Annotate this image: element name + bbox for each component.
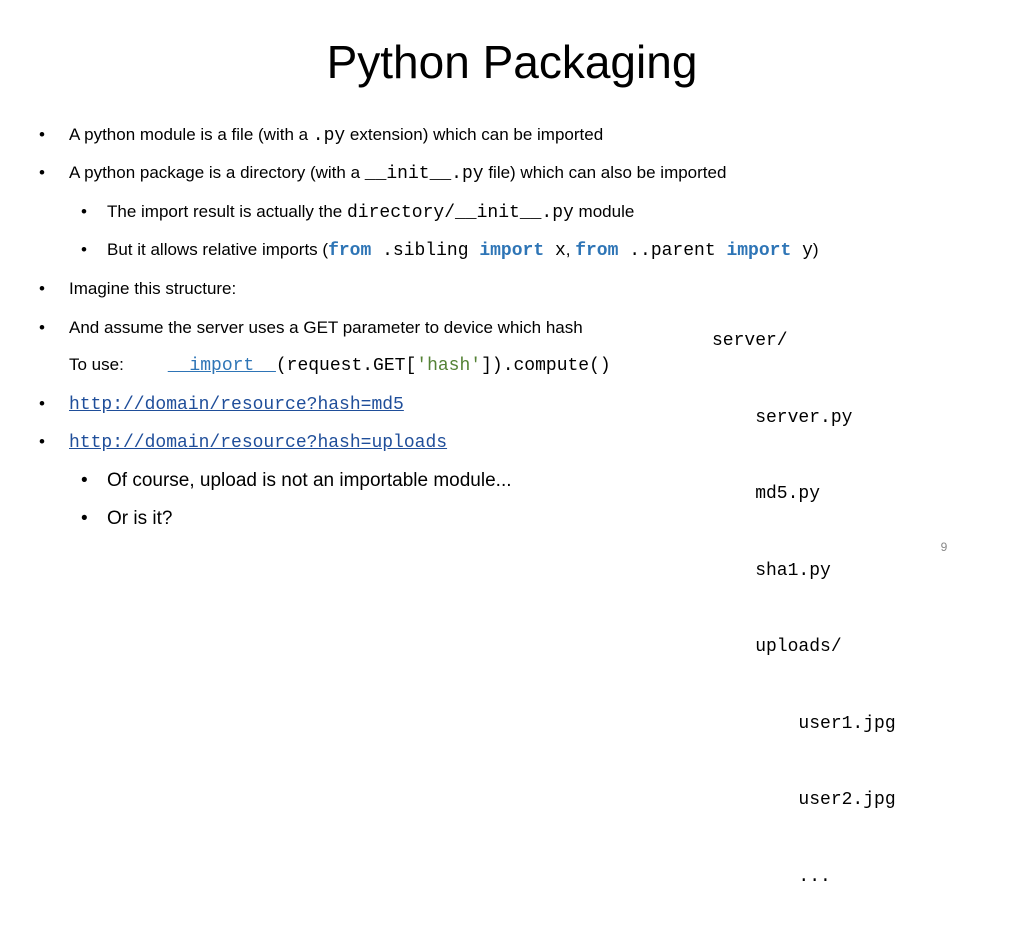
bullet-dot: • <box>39 432 45 451</box>
bullet-text: And assume the server uses a GET paramet… <box>69 318 583 337</box>
sub-bullet-not-importable: • Of course, upload is not an importable… <box>81 469 512 493</box>
bullet-dot: • <box>39 163 45 182</box>
bullet-text: Or is it? <box>107 508 173 529</box>
code-text: y <box>791 241 813 261</box>
bullet-get-parameter: • And assume the server uses a GET param… <box>39 316 583 340</box>
tree-line: md5.py <box>712 484 821 504</box>
bullet-package: • A python package is a directory (with … <box>39 161 727 186</box>
bullet-dot: • <box>39 279 45 298</box>
link-hash-md5[interactable]: http://domain/resource?hash=md5 <box>69 395 404 415</box>
bullet-dot: • <box>81 508 88 529</box>
slide: Python Packaging • A python module is a … <box>39 36 948 887</box>
code-keyword: import <box>726 241 792 261</box>
bullet-text: But it allows relative imports ( <box>107 240 329 259</box>
code-text: .sibling <box>371 241 480 261</box>
bullet-text: Of course, upload is not an importable m… <box>107 470 512 491</box>
tree-line: uploads/ <box>712 637 842 657</box>
sub-bullet-import-result: • The import result is actually the dire… <box>81 200 635 225</box>
bullet-text: , <box>565 240 576 259</box>
bullet-link-md5: • http://domain/resource?hash=md5 <box>39 392 404 417</box>
tree-line: ... <box>712 866 831 887</box>
code-keyword: from <box>575 241 619 261</box>
code-keyword: import <box>479 241 545 261</box>
bullet-link-uploads: • http://domain/resource?hash=uploads <box>39 430 448 455</box>
bullet-text: A python package is a directory (with a <box>69 163 365 182</box>
tree-line: user2.jpg <box>712 790 896 810</box>
bullet-dot: • <box>81 202 87 221</box>
code-init-py: __init__.py <box>364 164 484 184</box>
bullet-imagine-structure: • Imagine this structure: <box>39 277 237 301</box>
bullet-text: The import result is actually the <box>107 202 347 221</box>
code-text: ..parent <box>618 241 727 261</box>
code-directory-init: directory/__init__.py <box>346 203 574 223</box>
code-keyword: from <box>328 241 372 261</box>
bullet-dot: • <box>39 318 45 337</box>
tree-line: user1.jpg <box>712 713 896 734</box>
code-text: ]).compute() <box>481 356 611 376</box>
code-text: (request.GET[ <box>275 356 417 376</box>
directory-tree: server/ server.py md5.py sha1.py uploads… <box>712 278 896 941</box>
code-import-fn: __import__ <box>167 356 276 376</box>
bullet-text: Imagine this structure: <box>69 279 237 298</box>
bullet-text: file) which can also be imported <box>483 163 727 182</box>
bullet-text: extension) which can be imported <box>345 125 604 144</box>
tree-line: server/ <box>712 331 788 351</box>
bullet-text: A python module is a file (with a <box>69 125 313 144</box>
bullet-dot: • <box>81 240 87 259</box>
to-use-line: To use: __import__(request.GET['hash']).c… <box>69 353 611 378</box>
tree-line: sha1.py <box>712 560 831 581</box>
sub-bullet-or-is-it: • Or is it? <box>81 507 173 531</box>
bullet-module: • A python module is a file (with a .py … <box>39 123 604 148</box>
link-hash-uploads[interactable]: http://domain/resource?hash=uploads <box>69 433 448 453</box>
tree-line: server.py <box>712 407 853 428</box>
slide-title: Python Packaging <box>326 36 698 88</box>
page-number: 9 <box>940 540 948 554</box>
bullet-text: ) <box>812 240 819 259</box>
bullet-dot: • <box>39 394 45 413</box>
code-py-ext: .py <box>312 126 346 146</box>
bullet-text: module <box>573 202 635 221</box>
code-string: 'hash' <box>416 356 482 376</box>
bullet-dot: • <box>81 470 88 491</box>
code-text: x <box>544 241 566 261</box>
bullet-dot: • <box>39 125 45 144</box>
sub-bullet-relative-imports: • But it allows relative imports (from .… <box>81 238 819 263</box>
to-use-label: To use: <box>69 355 124 374</box>
